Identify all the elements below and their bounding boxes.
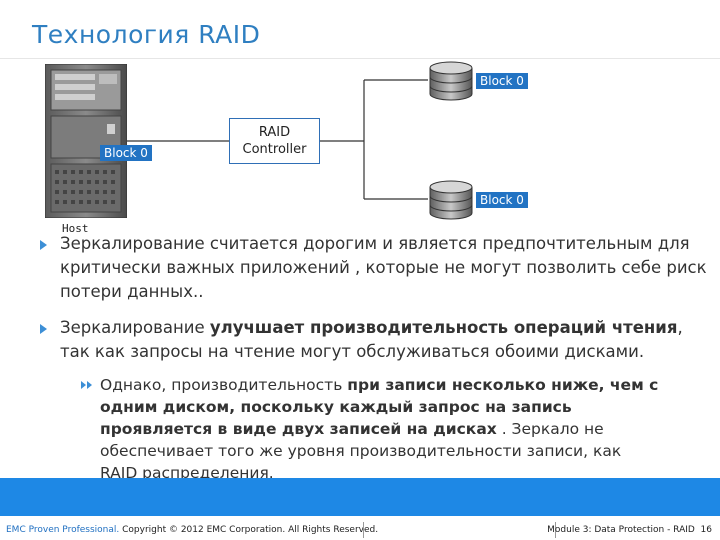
text-run: Зеркалирование xyxy=(60,318,210,337)
sub-bullet-text-1: Однако, производительность при записи не… xyxy=(100,374,660,484)
footer-band xyxy=(0,478,720,516)
double-chevron-bullet-icon xyxy=(81,381,92,389)
slide-title: Технология RAID xyxy=(32,20,261,49)
triangle-bullet-icon xyxy=(40,324,47,334)
footer-bar xyxy=(0,516,720,540)
footer-separator xyxy=(555,522,556,538)
bullet-text-2: Зеркалирование улучшает производительнос… xyxy=(60,316,712,364)
title-divider xyxy=(0,58,720,59)
footer-copyright-text: Copyright © 2012 EMC Corporation. All Ri… xyxy=(119,525,379,535)
text-run: Однако, производительность xyxy=(100,376,348,394)
bold-text-run: улучшает производительность операций чте… xyxy=(209,318,678,337)
triangle-bullet-icon xyxy=(40,240,47,250)
raid-controller-box: RAID Controller xyxy=(229,118,320,164)
text-run: , так как запросы на чтение могут обслуж… xyxy=(60,318,683,361)
slide-footer: EMC Proven Professional. Copyright © 201… xyxy=(0,478,720,540)
disk-bottom-block-label: Block 0 xyxy=(476,192,528,208)
disk-stack-icon xyxy=(429,180,473,220)
footer-module: Module 3: Data Protection - RAID 16 xyxy=(547,525,712,535)
host-block-label: Block 0 xyxy=(100,145,152,161)
footer-copyright: EMC Proven Professional. Copyright © 201… xyxy=(6,525,378,535)
bold-text-run: при записи несколько ниже, чем с одним д… xyxy=(100,376,659,438)
footer-module-text: Module 3: Data Protection - RAID xyxy=(547,525,695,535)
footer-brand: EMC Proven Professional. xyxy=(6,525,120,535)
bullet-text-1: Зеркалирование считается дорогим и являе… xyxy=(60,232,712,304)
footer-page-number: 16 xyxy=(700,525,712,535)
server-tower-icon xyxy=(45,64,127,218)
connector-lines xyxy=(127,79,428,200)
host-label: Host xyxy=(62,222,89,235)
footer-separator xyxy=(363,522,364,538)
disk-stack-icon xyxy=(429,61,473,101)
text-run: Зеркалирование считается дорогим и являе… xyxy=(60,234,707,301)
text-run: . Зеркало не обеспечивает того же уровня… xyxy=(100,420,622,482)
disk-top-block-label: Block 0 xyxy=(476,73,528,89)
